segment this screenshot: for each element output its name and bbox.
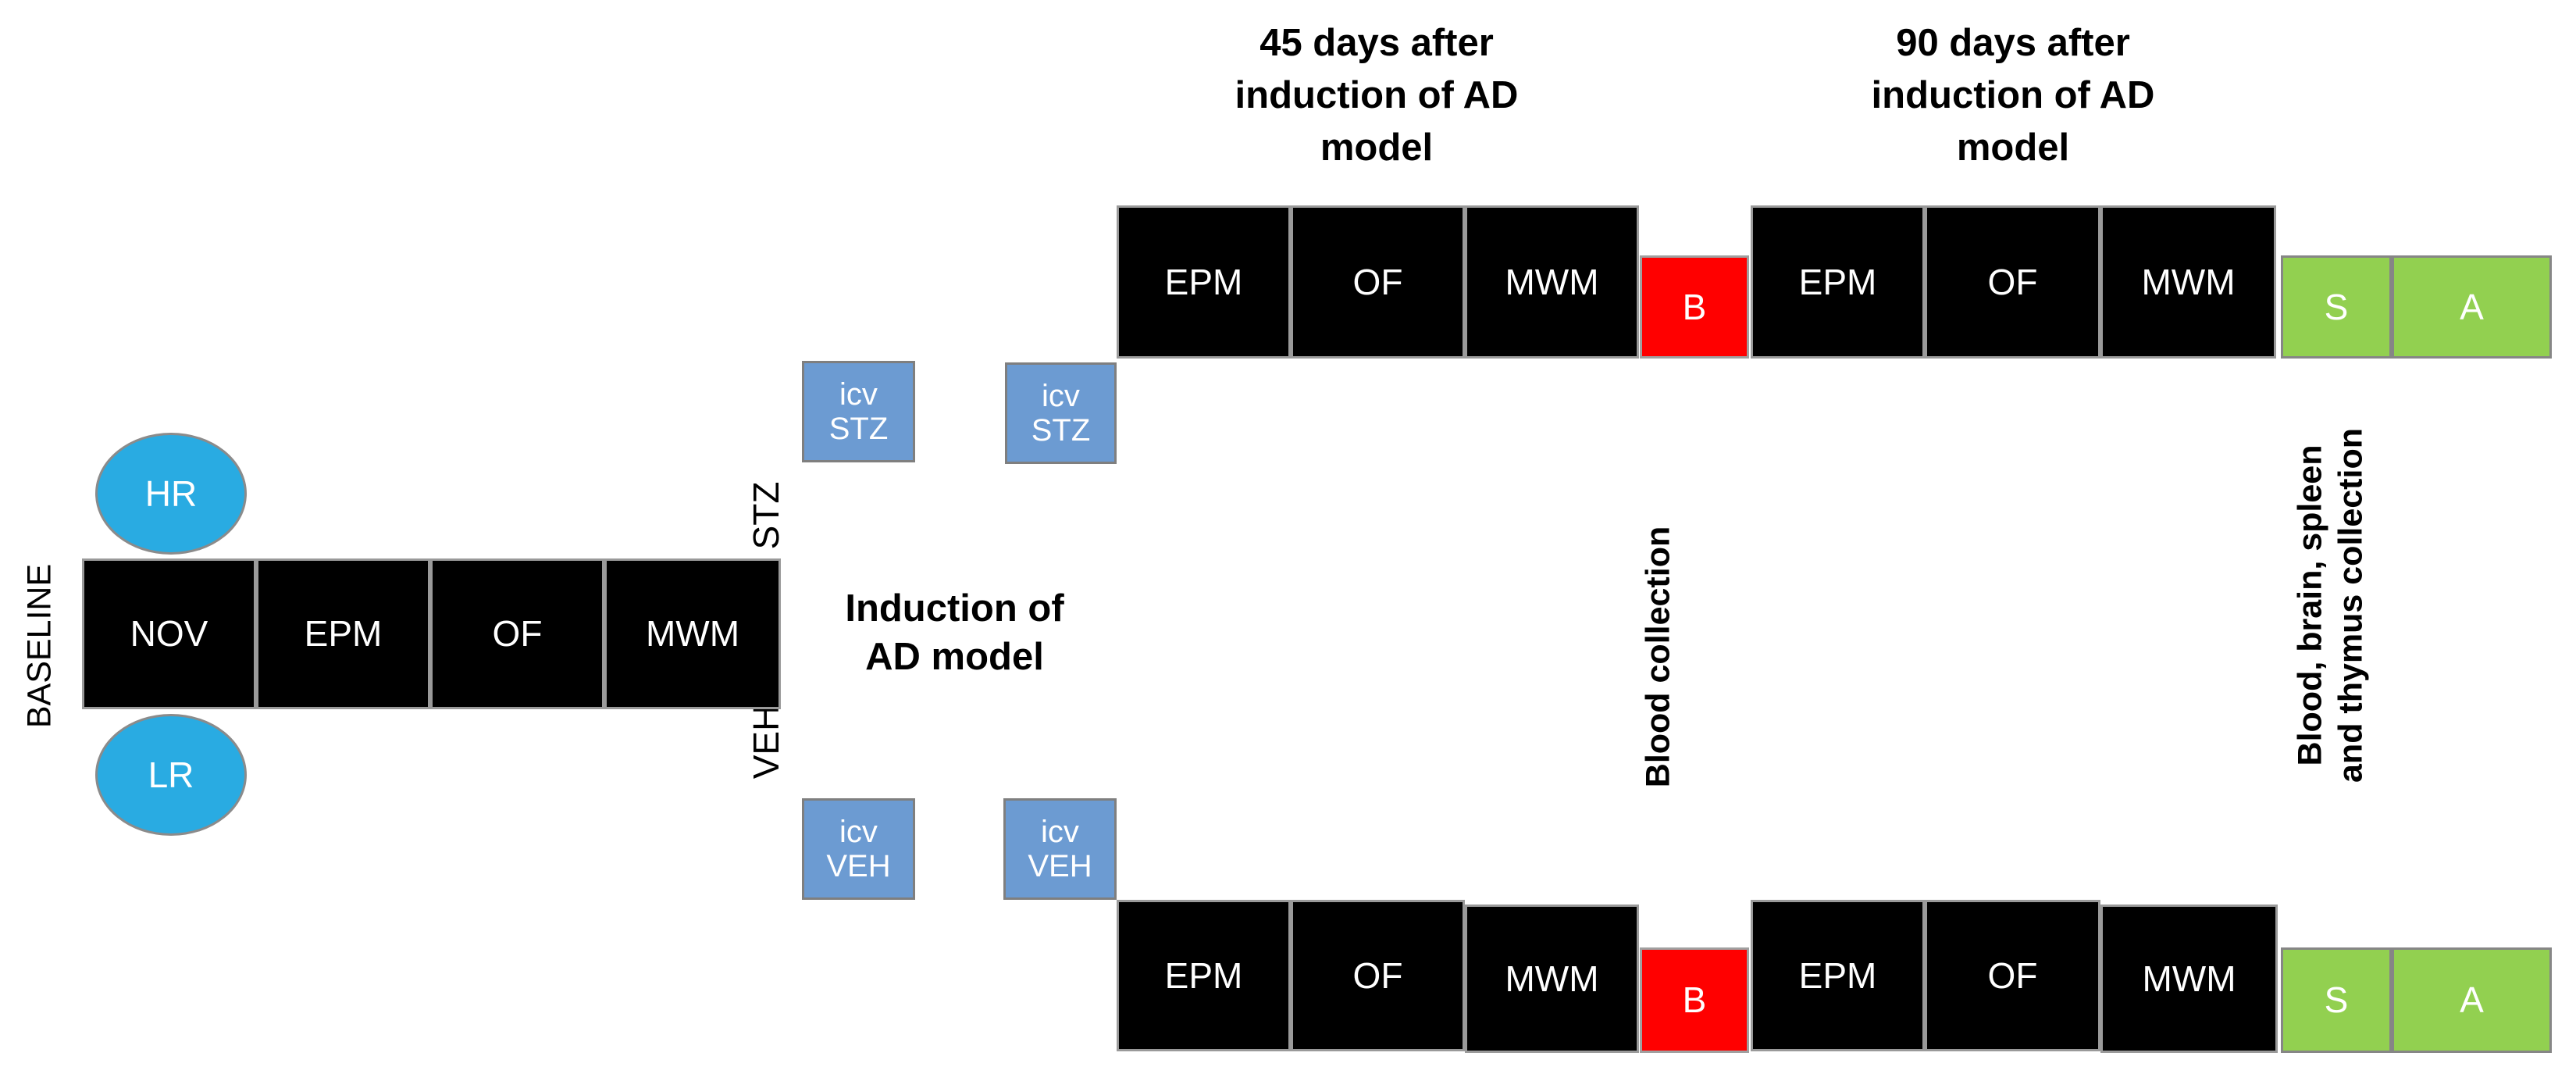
icv-veh-2-line1: icv — [1041, 815, 1079, 849]
header-90-line: induction of AD — [1871, 74, 2155, 116]
stz45-mwm-label: MWM — [1505, 261, 1599, 302]
icv-stz-1-line1: icv — [839, 377, 878, 412]
veh90-of-box: OF — [1925, 900, 2100, 1051]
stz90-of-label: OF — [1987, 261, 2038, 302]
stz45-epm-box: EPM — [1117, 205, 1291, 359]
final-collection-label: Blood, brain, spleen and thymus collecti… — [2290, 428, 2371, 783]
veh45-epm-label: EPM — [1164, 954, 1243, 996]
veh45-of-label: OF — [1352, 954, 1403, 996]
veh-assay-box: A — [2392, 947, 2552, 1053]
baseline-nov-label: NOV — [130, 613, 208, 655]
veh45-mwm-label: MWM — [1505, 958, 1599, 999]
hr-group-ellipse: HR — [95, 433, 247, 555]
header-90-days: 90 days after induction of AD model — [1740, 17, 2286, 174]
baseline-epm-label: EPM — [304, 613, 383, 655]
veh90-epm-box: EPM — [1751, 900, 1925, 1051]
stz90-of-box: OF — [1925, 205, 2100, 359]
stz-assay-box: A — [2392, 255, 2552, 359]
veh45-mwm-box: MWM — [1465, 905, 1639, 1053]
icv-veh-box-2: icv VEH — [1003, 798, 1117, 900]
stz90-epm-box: EPM — [1751, 205, 1925, 359]
stz90-mwm-label: MWM — [2141, 261, 2236, 302]
hr-group-label: HR — [144, 473, 198, 514]
icv-stz-2-line1: icv — [1042, 379, 1080, 413]
veh-blood-label: B — [1682, 979, 1707, 1021]
baseline-nov-box: NOV — [82, 558, 256, 709]
final-collection-line1: Blood, brain, spleen — [2291, 444, 2329, 766]
baseline-of-label: OF — [492, 613, 543, 655]
stz45-mwm-box: MWM — [1465, 205, 1639, 359]
lr-group-label: LR — [148, 755, 194, 795]
icv-stz-1-line2: STZ — [828, 412, 889, 446]
stz-blood-collection-box: B — [1640, 255, 1749, 359]
stz45-epm-label: EPM — [1164, 261, 1243, 302]
icv-veh-box-1: icv VEH — [802, 798, 915, 900]
stz90-epm-label: EPM — [1798, 261, 1877, 302]
icv-veh-1-line1: icv — [839, 815, 878, 849]
lr-group-ellipse: LR — [95, 714, 247, 836]
veh90-mwm-box: MWM — [2100, 905, 2278, 1053]
veh90-mwm-label: MWM — [2142, 958, 2236, 999]
induction-line: Induction of — [845, 587, 1064, 630]
stz-assay-label: A — [2460, 286, 2484, 327]
veh45-epm-box: EPM — [1117, 900, 1291, 1051]
baseline-mwm-label: MWM — [645, 613, 740, 655]
header-90-line: model — [1956, 127, 2070, 169]
veh-blood-collection-box: B — [1640, 947, 1749, 1053]
icv-stz-box-2: icv STZ — [1005, 362, 1117, 464]
veh-branch-label: VEH — [746, 705, 786, 780]
header-45-line: 45 days after — [1259, 22, 1494, 64]
baseline-label: BASELINE — [20, 563, 59, 729]
veh90-of-label: OF — [1987, 954, 2038, 996]
stz-spleen-label: S — [2324, 286, 2349, 327]
veh-spleen-label: S — [2324, 979, 2349, 1021]
icv-stz-box-1: icv STZ — [802, 361, 915, 462]
stz-spleen-box: S — [2281, 255, 2392, 359]
stz-blood-label: B — [1682, 286, 1707, 327]
stz45-of-box: OF — [1291, 205, 1465, 359]
stz45-of-label: OF — [1352, 261, 1403, 302]
veh-assay-label: A — [2460, 979, 2484, 1021]
icv-veh-2-line2: VEH — [1028, 849, 1092, 883]
icv-stz-2-line2: STZ — [1031, 413, 1091, 448]
baseline-of-box: OF — [430, 558, 604, 709]
header-45-line: induction of AD — [1235, 74, 1519, 116]
veh45-of-box: OF — [1291, 900, 1465, 1051]
stz-branch-label: STZ — [746, 481, 786, 550]
blood-collection-label: Blood collection — [1639, 526, 1677, 788]
header-90-line: 90 days after — [1896, 22, 2130, 64]
header-45-days: 45 days after induction of AD model — [1103, 17, 1650, 174]
final-collection-line2: and thymus collection — [2332, 428, 2369, 783]
induction-of-ad-model-label: Induction of AD model — [750, 584, 1160, 681]
veh-spleen-box: S — [2281, 947, 2392, 1053]
induction-line: AD model — [865, 636, 1044, 678]
baseline-epm-box: EPM — [256, 558, 430, 709]
baseline-mwm-box: MWM — [604, 558, 781, 709]
stz90-mwm-box: MWM — [2100, 205, 2276, 359]
veh90-epm-label: EPM — [1798, 954, 1877, 996]
header-45-line: model — [1320, 127, 1434, 169]
icv-veh-1-line2: VEH — [826, 849, 891, 883]
